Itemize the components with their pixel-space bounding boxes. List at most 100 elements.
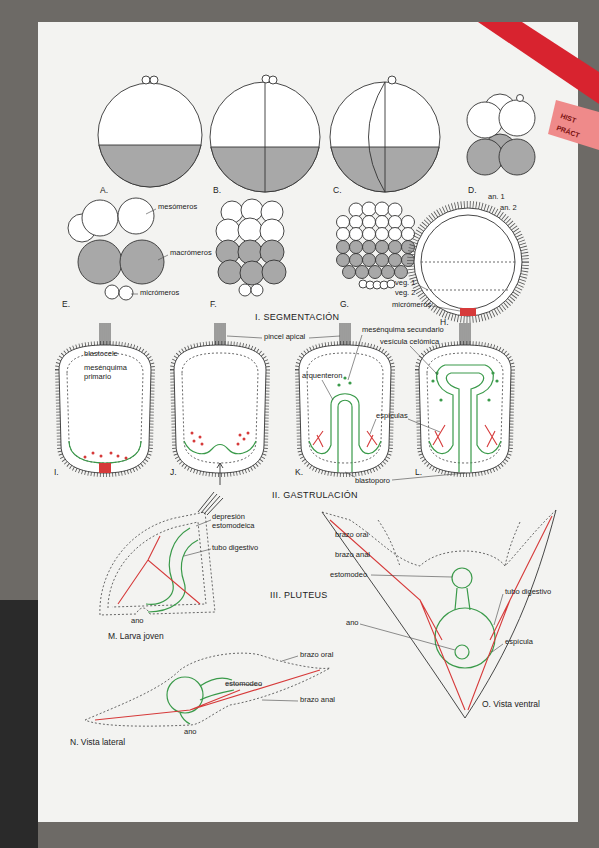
micromere [239,284,251,296]
cell [376,216,389,229]
cell [499,139,535,175]
cilia [174,345,266,473]
coelomic-cell [431,379,434,382]
section-heading: II. GASTRULACIÓN [272,490,358,500]
tab-text: HIST [559,112,577,125]
digestive-tube [148,540,198,612]
polar-body [142,76,150,84]
leader-line [432,306,460,311]
cell [330,82,440,192]
panel-letter: G. [340,300,349,310]
leader-line [371,575,452,577]
red-tab [478,22,599,104]
spicule [433,425,497,447]
embryo-g [337,202,415,289]
intestine [180,713,190,724]
cleavage-furrow [265,82,266,192]
stomodeum [452,568,472,588]
panel-letter: B. [213,186,221,196]
panel-letter: O. Vista ventral [482,700,540,710]
coelomic-cell [487,398,490,401]
mesenchyme-cell [243,438,246,441]
callout-label: an. 1 [488,193,505,202]
leader-line [392,473,465,480]
cell [499,100,535,136]
cell [395,266,408,279]
polar-body [150,76,158,84]
mesomere [118,198,154,234]
panel-letter: A. [100,186,108,196]
apical-tuft [460,323,470,345]
inner-wall [307,353,383,463]
panel-letter: E. [62,300,70,310]
cell [98,83,202,187]
mesenchyme-cell [237,443,240,446]
embryo-d [467,94,535,175]
leader-line [494,594,503,625]
anus [455,645,469,659]
panel-letter: D. [468,186,477,196]
cell [389,254,402,267]
callout-label: mesénquima primario [84,364,132,381]
callout-label: macrómeros [170,249,212,258]
cell [376,241,389,254]
leader-line [322,380,333,400]
cell [376,254,389,267]
cell [369,266,382,279]
mesenchyme-cell [100,455,103,458]
tier-boundary [426,290,510,291]
cilia [419,345,511,473]
ectoderm [299,345,391,473]
callout-label: brazo anal [300,696,335,705]
esophagus [455,588,470,610]
leader-line [184,549,211,556]
body-outline [322,510,556,718]
apical-tuft [100,323,110,345]
photo-shadow [0,600,38,848]
invagination [184,441,256,454]
cell [467,102,503,138]
embryo-f [216,199,286,296]
callout-label: brazo oral [300,651,333,660]
archenteron-lumen [338,400,352,472]
mesenchyme-cell [117,455,120,458]
digestive-tube [146,528,190,604]
mesenchyme-cell [191,432,194,435]
callout-label: veg. 1 [395,279,415,288]
egg-c [330,76,440,192]
spicule [118,536,200,604]
micromeres [460,308,476,316]
cell [337,254,350,267]
pluteus-o [322,510,556,718]
leader-line [227,336,262,338]
leader-lines [131,209,503,701]
callout-label: ano [346,619,359,628]
leader-line [370,419,376,434]
secondary-mesenchyme [337,383,340,386]
callout-label: espícula [505,638,533,647]
secondary-mesenchyme [343,376,346,379]
micromere [387,280,395,288]
cell [363,254,376,267]
callout-label: micrómeros [392,301,431,310]
cell [402,216,415,229]
tab-text: PRÁCT [555,124,580,140]
panel-letter: C. [333,186,342,196]
inner-wall [182,353,258,463]
mesomere [82,200,118,236]
cell [363,216,376,229]
callout-label: brazo anal [335,551,370,560]
mesenchyme-cell [199,436,202,439]
cell [343,266,356,279]
cell [350,216,363,229]
spicule [313,431,377,447]
macromere [78,240,122,284]
callout-label: blastocele [84,350,118,359]
cell [238,240,262,264]
polar-body [388,76,396,84]
mesenchyme-cell [84,456,87,459]
coelomic-cell [491,371,494,374]
cleavage-furrow [385,82,386,192]
embryo-e [68,198,164,300]
panel-letter: J. [170,468,177,478]
